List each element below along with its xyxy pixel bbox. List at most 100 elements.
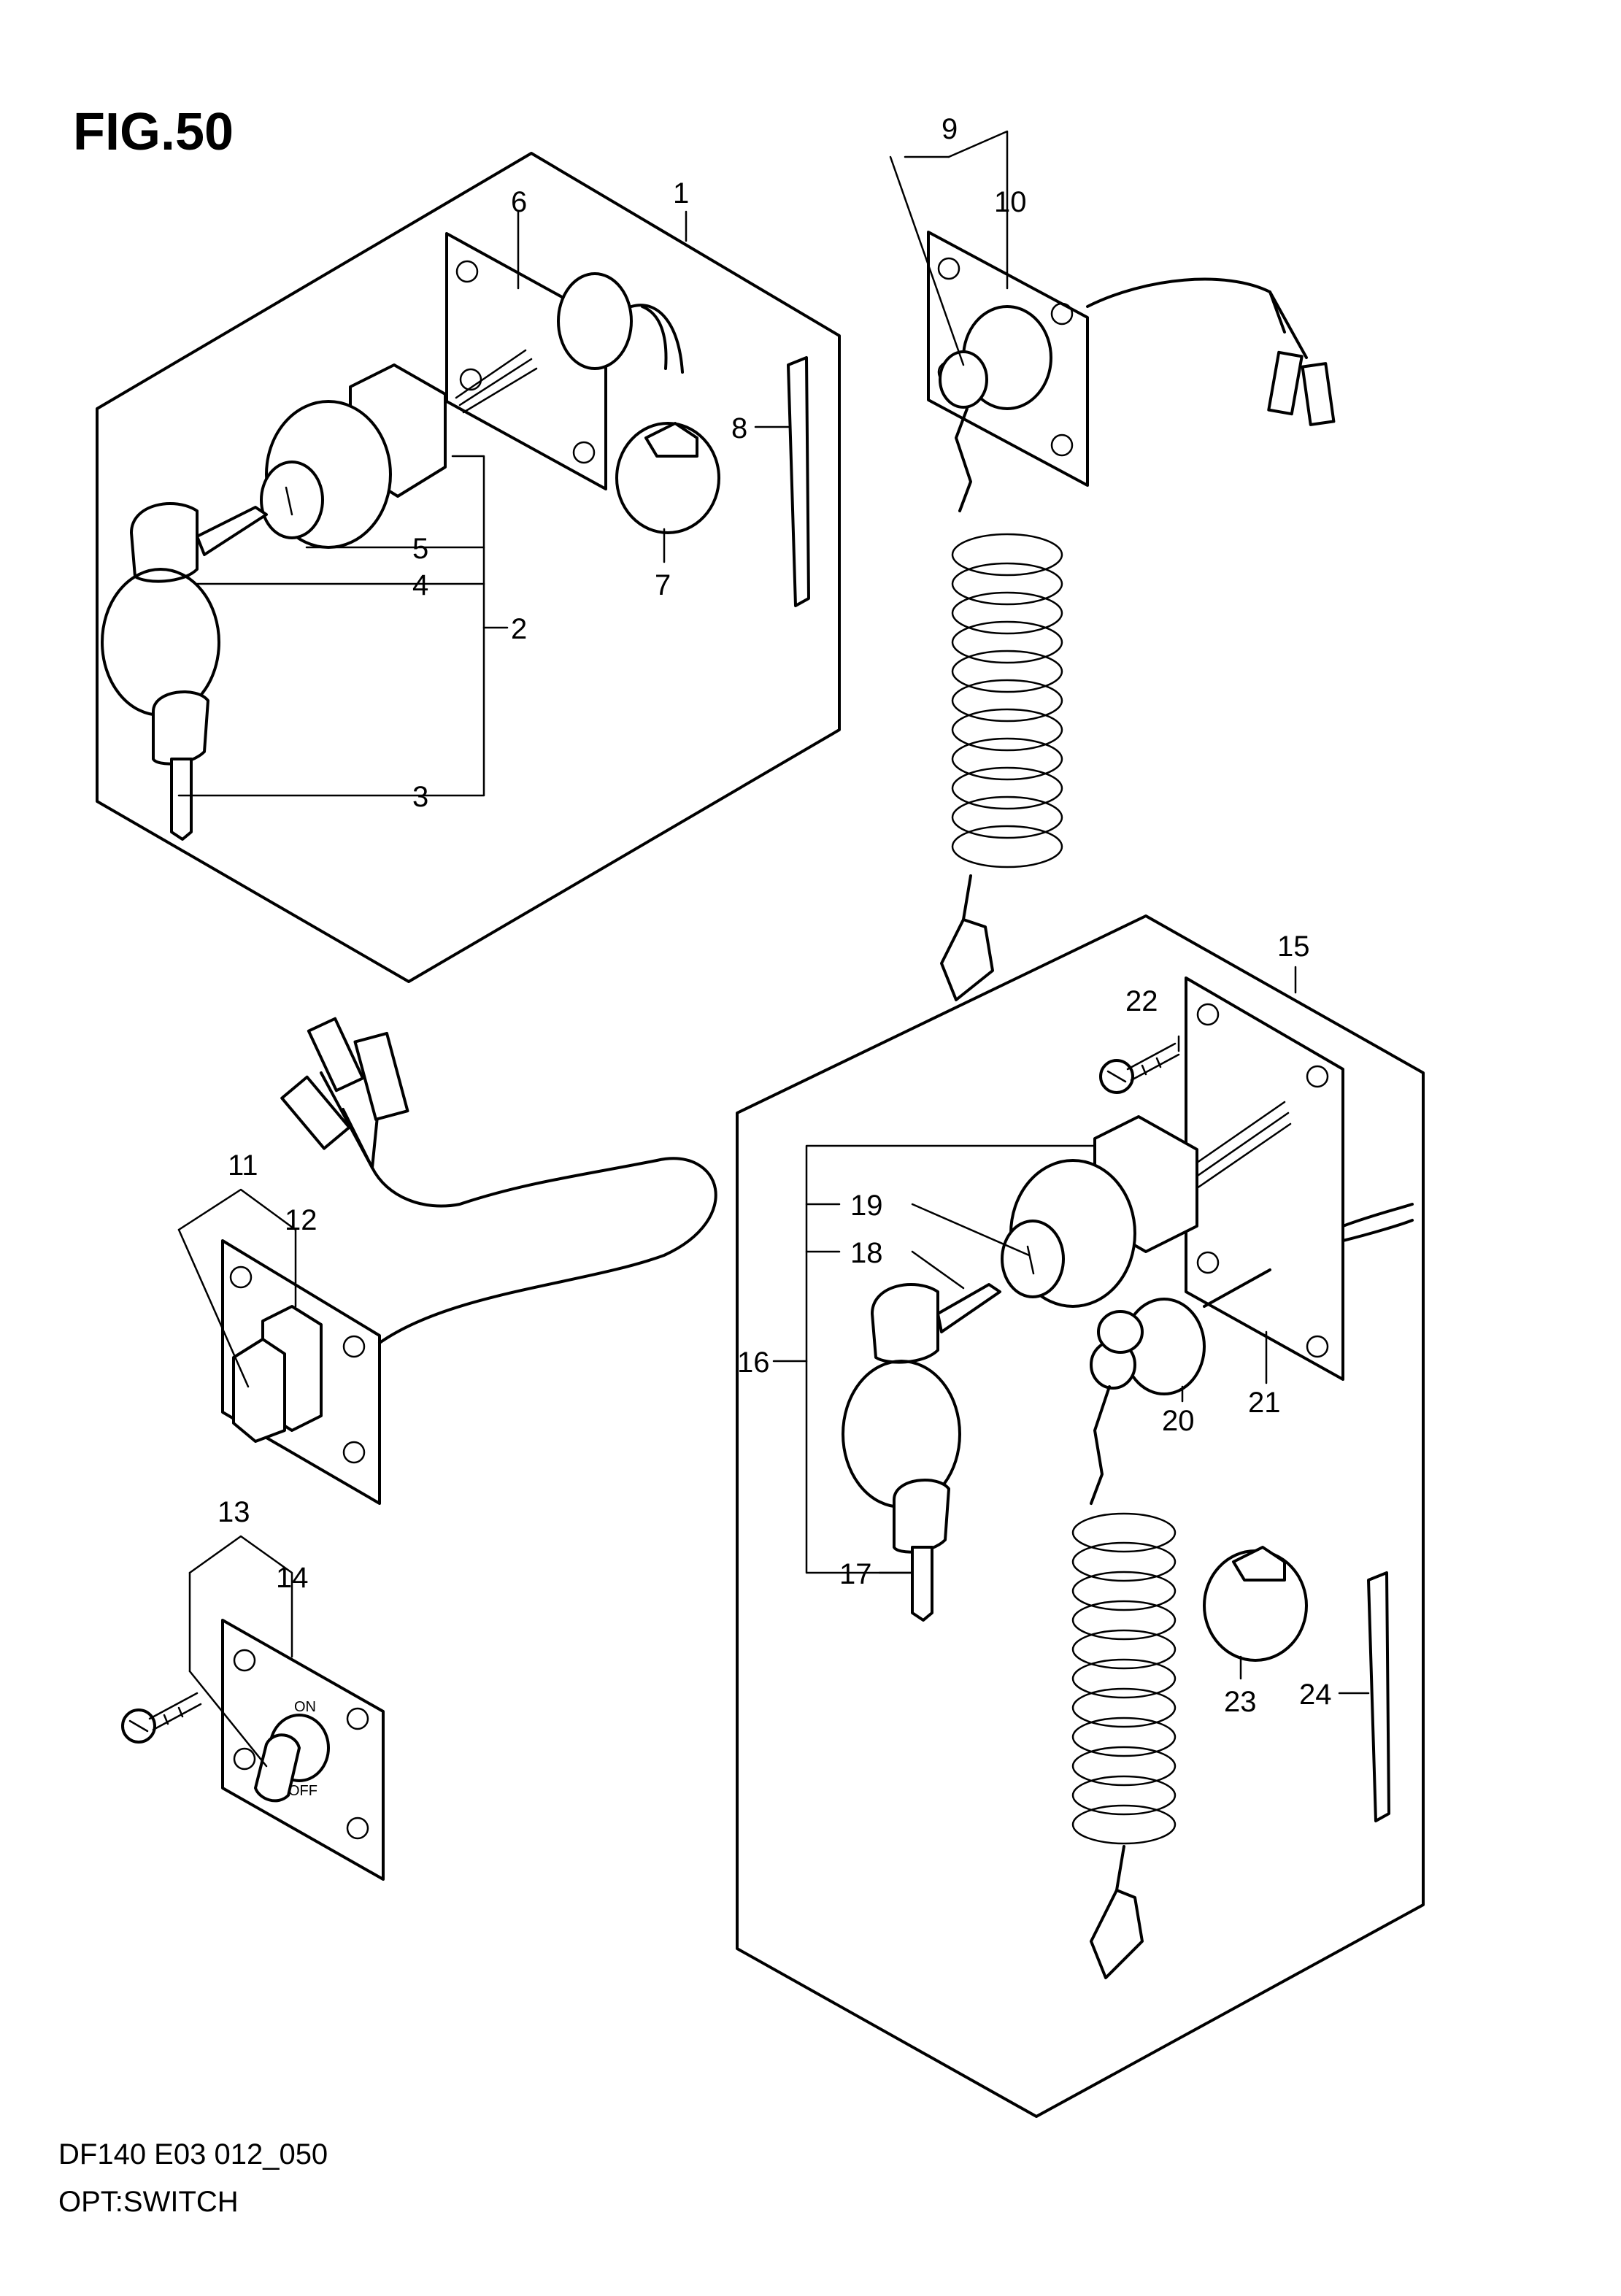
kit-15-outline: [736, 914, 1425, 2118]
lead: [320, 1071, 374, 1169]
kit-9-stop-switch: 9 10: [889, 113, 1336, 1001]
plate-hole: [229, 1266, 253, 1289]
wire: [1341, 1203, 1414, 1228]
switch-off-mark: OFF: [288, 1783, 317, 1799]
leader-18: [911, 1250, 965, 1290]
plate-hole: [1306, 1065, 1329, 1088]
callout-3: 3: [412, 781, 428, 813]
callout-20: 20: [1162, 1405, 1195, 1437]
model-code: DF140 E03 012_050: [58, 2138, 328, 2170]
callout-4: 4: [412, 569, 428, 601]
lanyard-clip: [1090, 1385, 1111, 1505]
screw-icon: [121, 1692, 202, 1744]
snap-hook: [940, 918, 994, 1001]
harness: [1188, 1101, 1292, 1190]
wire: [630, 304, 684, 374]
panel-plate: [221, 1619, 385, 1881]
key-head-lower: [893, 1479, 950, 1554]
harness: [458, 358, 533, 407]
plate-hole: [1050, 302, 1074, 325]
callout-8: 8: [731, 412, 747, 444]
stop-switch-wire: [1203, 1268, 1271, 1308]
key-blade-lower: [911, 1546, 933, 1622]
wire: [1341, 1219, 1414, 1242]
callout-11: 11: [228, 1149, 258, 1182]
key-slot: [285, 486, 293, 516]
stop-switch-wire: [1268, 290, 1308, 359]
leader-9-pointer: [889, 155, 965, 366]
lanyard-coil: [1071, 1512, 1177, 1845]
cable-tie: [1367, 1571, 1390, 1822]
rear-boot: [557, 272, 633, 370]
panel-plate: [445, 232, 607, 490]
callout-23: 23: [1224, 1686, 1257, 1718]
kit-11-rocker-switch: 11 12: [177, 1017, 717, 1505]
switch-on-mark: ON: [294, 1699, 316, 1715]
plate-hole: [346, 1707, 369, 1730]
callout-15: 15: [1277, 931, 1310, 963]
lanyard-end: [1115, 1845, 1125, 1892]
callout-5: 5: [412, 533, 428, 565]
key-head-upper: [871, 1283, 939, 1364]
leader-19: [911, 1203, 1031, 1257]
kit-13-toggle-switch: ON OFF 13 14: [121, 1496, 385, 1881]
callout-12: 12: [285, 1204, 317, 1236]
section-name: OPT:SWITCH: [58, 2186, 239, 2218]
plate-hole: [342, 1335, 366, 1358]
callout-21: 21: [1248, 1387, 1281, 1419]
panel-plate: [927, 231, 1089, 487]
key-slot: [1026, 1245, 1035, 1275]
connector: [1301, 362, 1336, 426]
plate-hole: [1306, 1335, 1329, 1358]
leader-16-bracket: [805, 1144, 1096, 1574]
plate-hole: [572, 441, 596, 464]
screw-icon: [1099, 1042, 1180, 1094]
callout-22: 22: [1125, 985, 1158, 1017]
callout-19: 19: [850, 1190, 883, 1222]
plate-hole: [1196, 1003, 1220, 1026]
harness: [462, 367, 538, 414]
plate-hole: [233, 1747, 256, 1771]
callout-2: 2: [511, 613, 527, 645]
leader-2-bracket: [177, 455, 485, 797]
plate-hole: [455, 260, 479, 283]
connector: [307, 1017, 365, 1093]
key-cylinder: [260, 461, 324, 539]
key-head-lower: [152, 690, 209, 766]
kit-1-outline: [96, 152, 841, 983]
leader-11-pointer: [177, 1228, 250, 1388]
leader-13-pointer: [188, 1670, 268, 1768]
stop-switch-cap: [1097, 1310, 1144, 1354]
leader-9-bracket: [947, 130, 1009, 290]
plate-hole: [459, 368, 482, 391]
callout-6: 6: [511, 186, 527, 218]
cable-tie: [787, 356, 810, 607]
toggle-lever: [254, 1733, 301, 1803]
key-blade-upper: [196, 506, 268, 556]
key-head-upper: [130, 502, 199, 583]
callout-10: 10: [994, 186, 1027, 218]
lanyard-clip: [955, 407, 972, 512]
callout-18: 18: [850, 1237, 883, 1269]
leader-11-bracket: [177, 1188, 297, 1308]
boot-tab: [1232, 1546, 1286, 1582]
plate-hole: [1050, 434, 1074, 457]
plate-hole: [342, 1441, 366, 1464]
lanyard-coil: [951, 533, 1063, 868]
panel-plate: [221, 1239, 381, 1505]
callout-13: 13: [217, 1496, 250, 1528]
rocker-button: [232, 1338, 286, 1443]
plate-hole: [233, 1649, 256, 1672]
callout-7: 7: [655, 569, 671, 601]
key-cylinder: [1001, 1220, 1065, 1298]
stop-switch-wire: [1086, 277, 1286, 334]
leader-13-bracket: [188, 1535, 293, 1658]
rocker-wire: [371, 1157, 717, 1344]
plate-hole: [346, 1817, 369, 1840]
stop-switch-knob: [939, 350, 988, 409]
lanyard-end: [962, 874, 972, 921]
key-blade-upper: [936, 1283, 1001, 1333]
boot-tab: [644, 422, 698, 458]
callout-9: 9: [942, 113, 958, 145]
